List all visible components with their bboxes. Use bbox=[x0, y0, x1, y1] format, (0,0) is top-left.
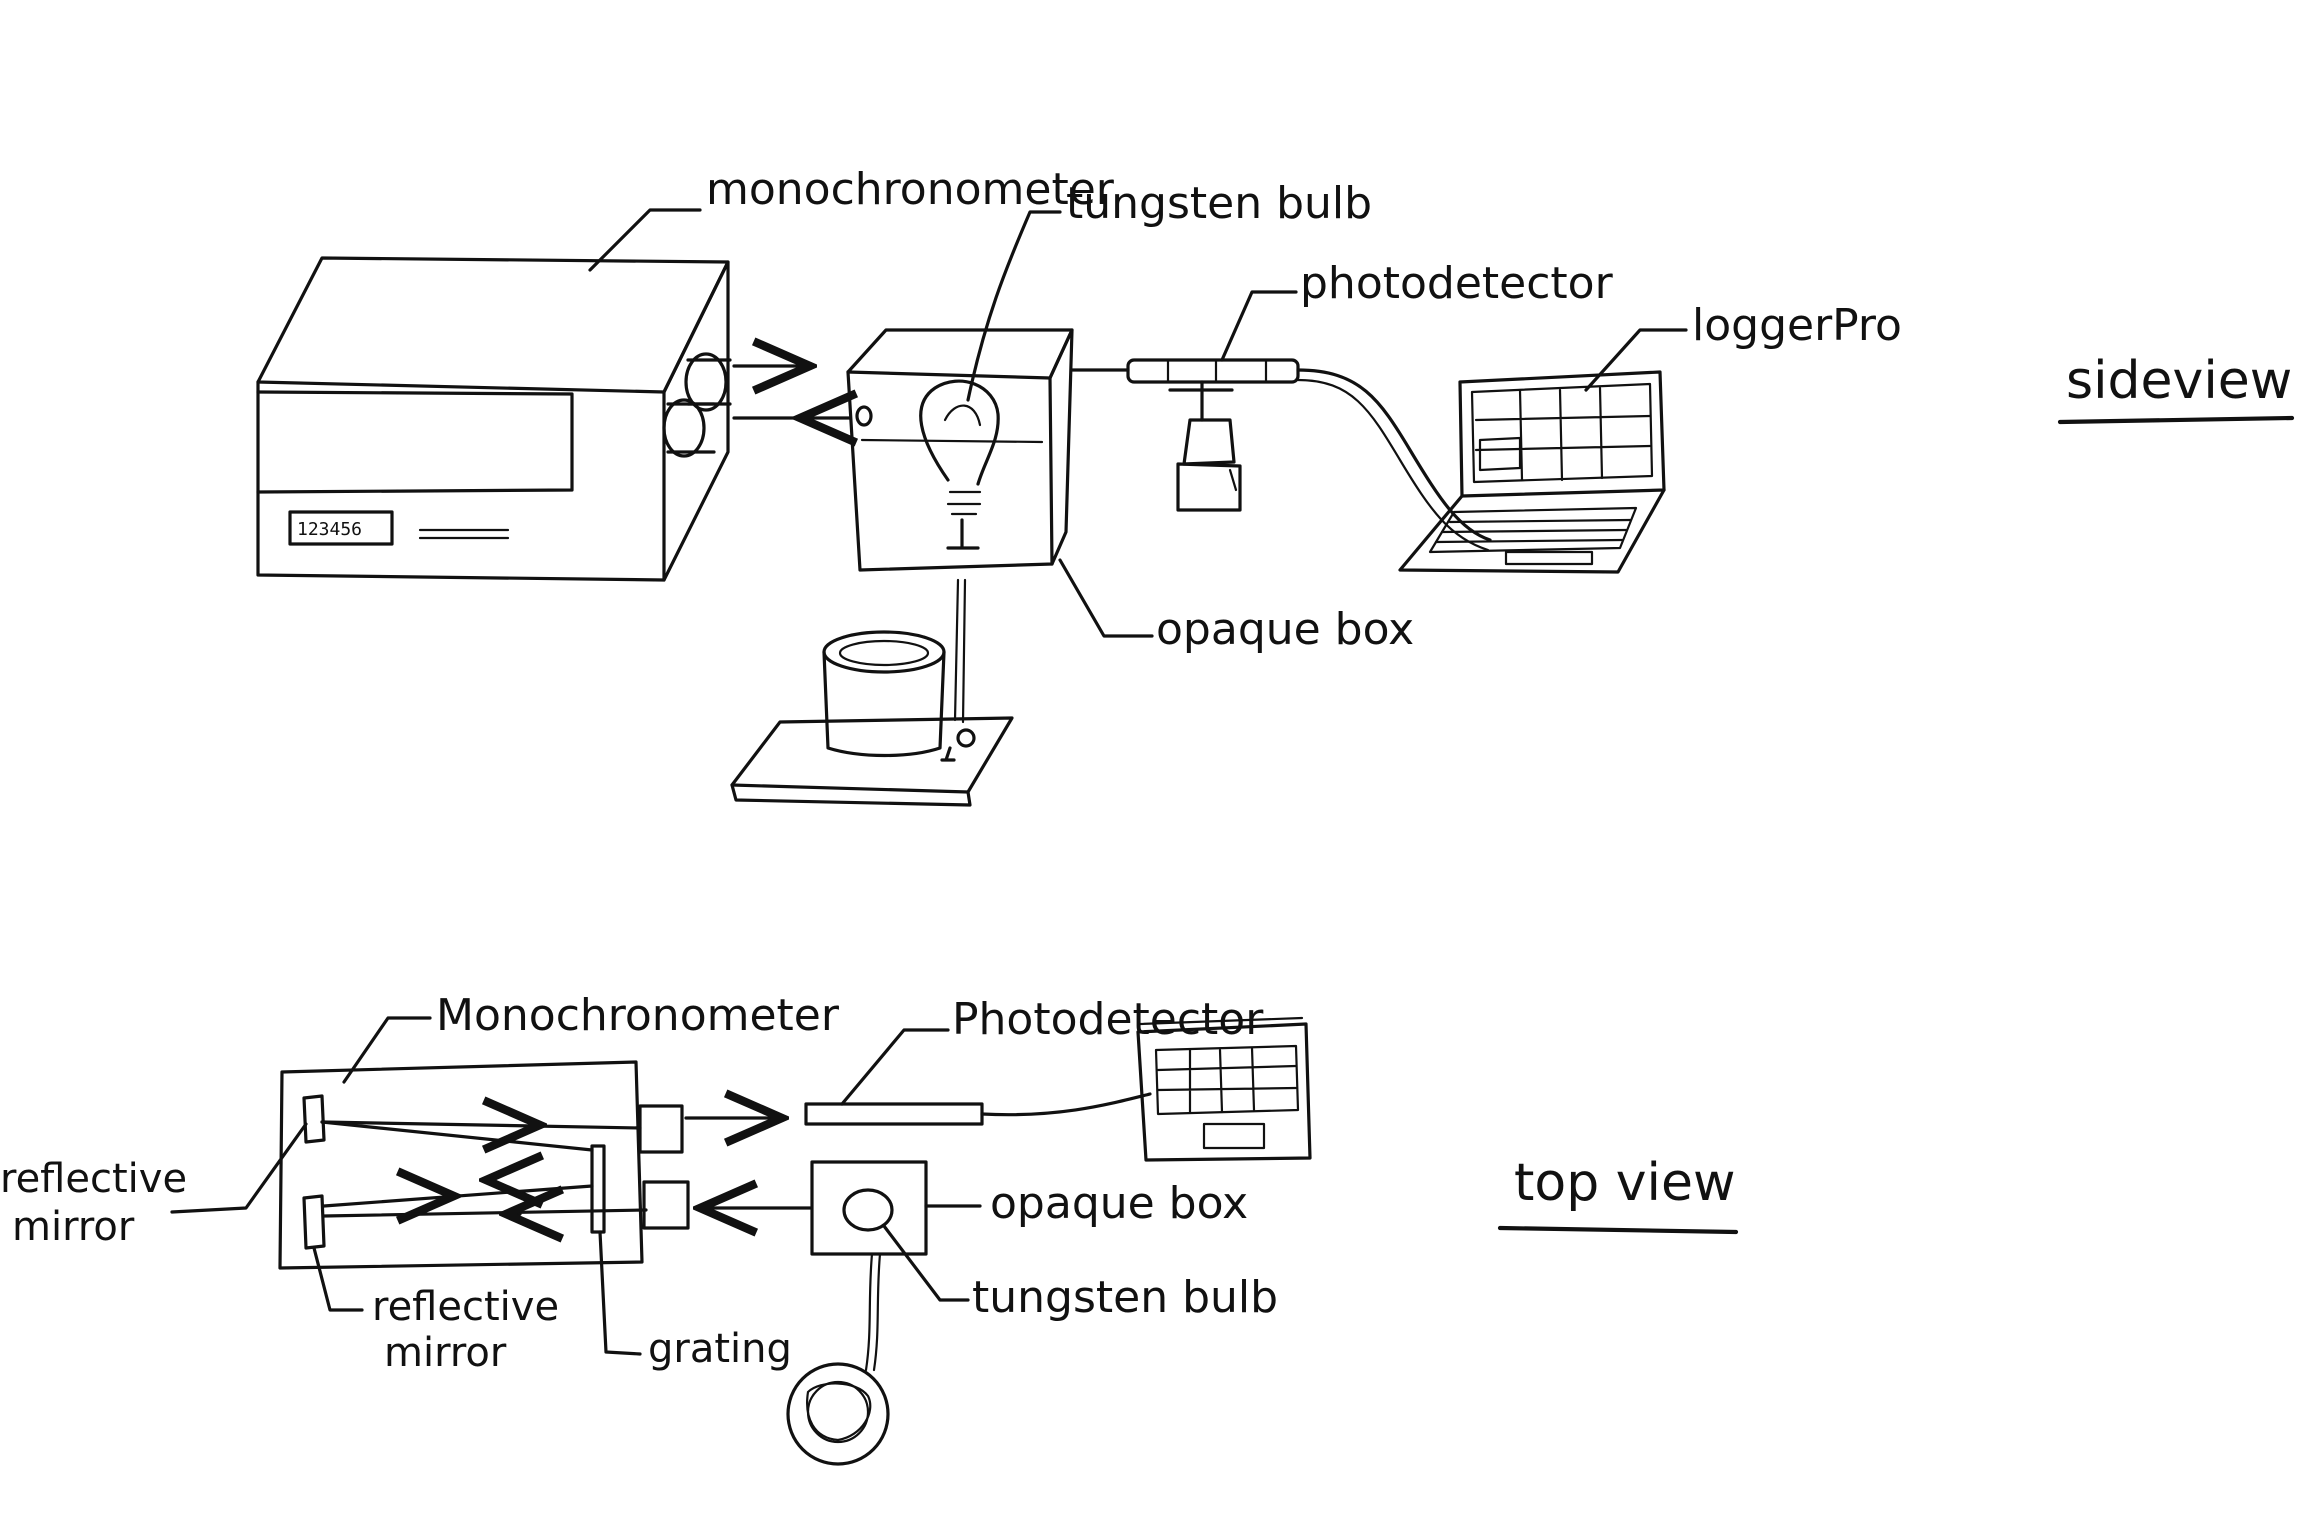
top-label-mirror-bottom-line1: reflective bbox=[372, 1284, 559, 1330]
top-leader-mirror-bottom bbox=[314, 1248, 362, 1310]
top-label-opaque-box: opaque box bbox=[990, 1178, 1248, 1229]
side-monochromator: 123456 bbox=[258, 258, 730, 580]
top-view-title-underline bbox=[1500, 1228, 1736, 1232]
side-photodetector bbox=[1072, 360, 1490, 550]
top-label-grating: grating bbox=[648, 1326, 792, 1372]
top-label-photodetector: Photodetector bbox=[952, 994, 1264, 1045]
label-logger: loggerPro bbox=[1692, 300, 1902, 351]
leader-tungsten-bulb bbox=[968, 212, 1060, 400]
top-leader-photodetector bbox=[842, 1030, 948, 1104]
top-power-supply bbox=[788, 1364, 888, 1464]
side-tungsten-bulb bbox=[921, 381, 998, 548]
display-readout: 123456 bbox=[297, 519, 362, 540]
label-photodetector: photodetector bbox=[1300, 258, 1614, 309]
leader-logger bbox=[1586, 330, 1686, 390]
top-label-monochromator: Monochronometer bbox=[436, 990, 840, 1041]
top-leader-grating bbox=[600, 1232, 640, 1354]
label-tungsten-bulb: tungsten bulb bbox=[1066, 178, 1372, 229]
side-opaque-box bbox=[848, 330, 1072, 722]
top-mirror-left bbox=[304, 1096, 324, 1142]
leader-opaque-box bbox=[1060, 560, 1152, 636]
top-view: Monochronometer Photodetector opaque box… bbox=[0, 990, 1736, 1464]
leader-photodetector bbox=[1222, 292, 1296, 360]
top-label-mirror-left-line2: mirror bbox=[12, 1204, 135, 1250]
side-laptop bbox=[1400, 372, 1664, 572]
top-monochromator bbox=[280, 1062, 688, 1268]
label-monochromator: monochronometer bbox=[706, 164, 1115, 215]
top-label-mirror-left-line1: reflective bbox=[0, 1156, 187, 1202]
side-view: 123456 bbox=[258, 164, 2292, 805]
top-mirror-bottom bbox=[304, 1196, 324, 1248]
label-opaque-box: opaque box bbox=[1156, 604, 1414, 655]
top-tungsten-bulb bbox=[844, 1190, 892, 1230]
side-view-title: sideview bbox=[2066, 351, 2292, 411]
top-label-mirror-bottom-line2: mirror bbox=[384, 1330, 507, 1376]
side-view-title-underline bbox=[2060, 418, 2292, 422]
side-power-supply bbox=[732, 632, 1012, 805]
top-grating bbox=[592, 1146, 604, 1232]
top-leader-mirror-left bbox=[172, 1124, 306, 1212]
top-photodetector bbox=[806, 1104, 982, 1124]
top-label-tungsten-bulb: tungsten bulb bbox=[972, 1272, 1278, 1323]
top-view-title: top view bbox=[1514, 1153, 1735, 1213]
top-leader-monochromator bbox=[344, 1018, 430, 1082]
top-opaque-box bbox=[812, 1162, 926, 1370]
